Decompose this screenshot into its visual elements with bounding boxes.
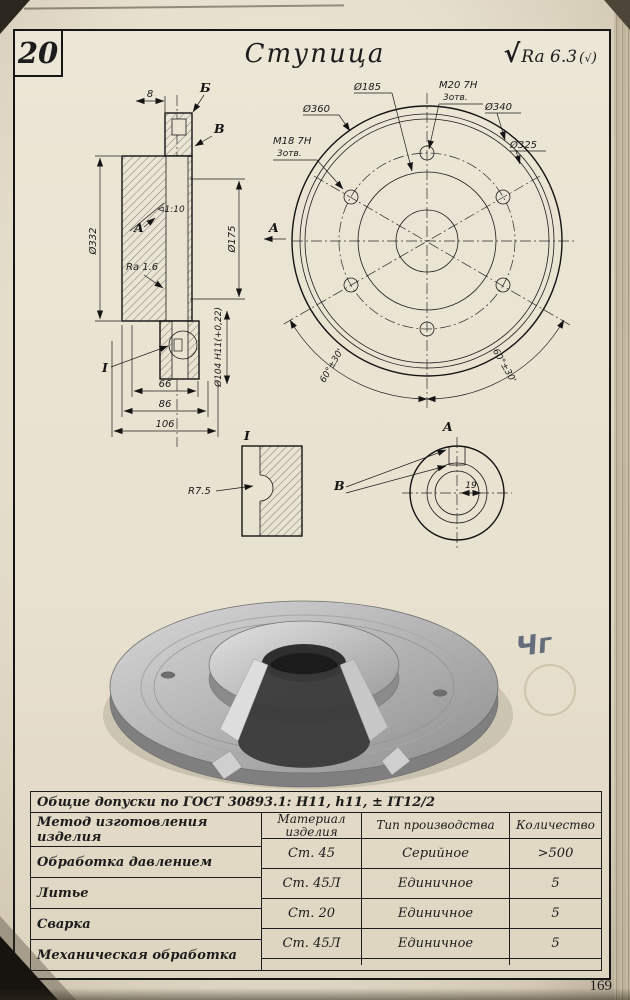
surface-roughness-mark: √ Ra 6.3 (√) [504, 39, 597, 68]
col-header-material: Материал изделия [262, 813, 362, 839]
corner-shadow [0, 0, 30, 34]
front-view: 60°±30' 60°±30' Ø185 M20 7H 3отв. Ø360 Ø… [273, 80, 576, 409]
view-direction-a: A [268, 220, 279, 235]
thread-m20: M20 7H [439, 80, 478, 91]
cell-quantity: 5 [510, 869, 601, 899]
dim-8: 8 [147, 89, 153, 100]
dim-325: Ø325 [509, 139, 537, 151]
dim-104: Ø104 H11(+0,22) [213, 307, 224, 388]
paren-close: ) [591, 50, 597, 66]
col-header-production: Тип производства [362, 813, 510, 839]
dim-19: 19 [465, 481, 477, 491]
page-stack-edge [614, 0, 630, 1000]
view-a: A 19 В [333, 419, 512, 549]
cell-material: Ст. 20 [262, 899, 362, 929]
cell-production: Единичное [362, 869, 510, 899]
section-view: Б 8 В Ø332 A ⊲1:10 Ra 1.6 Ø175 [87, 80, 286, 447]
detail-mark-i: I [101, 360, 109, 375]
dim-106: 106 [155, 419, 174, 430]
roughness-radical-icon: √ [503, 39, 521, 68]
handwritten-note: Чг [514, 627, 554, 664]
paren-open: ( [579, 50, 585, 66]
cell-material: Ст. 45 [262, 839, 362, 869]
dim-86: 86 [159, 399, 172, 410]
engineering-views: Б 8 В Ø332 A ⊲1:10 Ra 1.6 Ø175 [87, 80, 576, 789]
hub-3d-render [103, 600, 513, 789]
figure-number-box: 20 [15, 31, 63, 77]
drawing-frame: 20 Ступица √ Ra 6.3 (√) [13, 29, 611, 980]
thread-m18-qty: 3отв. [277, 149, 302, 159]
dim-340: Ø340 [484, 101, 512, 113]
page-title: Ступица [244, 39, 386, 69]
detail-i-title: I [243, 428, 251, 443]
detail-i-view: I R7.5 [188, 428, 303, 537]
roughness-alt-mark: (√) [579, 50, 597, 66]
method-column: Метод изготовления изделия Обработка дав… [31, 813, 262, 970]
bottom-shadow [0, 988, 630, 1000]
filler-cell [262, 959, 362, 965]
ra-label: Ra 1.6 [126, 262, 158, 273]
roughness-small-radical-icon: √ [584, 52, 592, 65]
label-b: Б [199, 80, 211, 95]
cell-production: Единичное [362, 929, 510, 959]
taper-ratio: ⊲1:10 [157, 205, 185, 215]
cell-production: Серийное [362, 839, 510, 869]
filler-cell [510, 959, 601, 965]
cell-quantity: >500 [510, 839, 601, 869]
cell-production: Единичное [362, 899, 510, 929]
dim-175: Ø175 [226, 226, 238, 254]
spec-table: Общие допуски по ГОСТ 30893.1: H11, h11,… [30, 791, 602, 971]
cell-quantity: 5 [510, 899, 601, 929]
dim-360: Ø360 [302, 103, 330, 115]
cell-quantity: 5 [510, 929, 601, 959]
dim-185: Ø185 [353, 81, 381, 93]
method-item: Обработка давлением [31, 847, 261, 878]
method-column-header: Метод изготовления изделия [31, 813, 261, 847]
cell-material: Ст. 45Л [262, 929, 362, 959]
dim-66: 66 [159, 379, 172, 390]
tolerances-note: Общие допуски по ГОСТ 30893.1: H11, h11,… [31, 792, 601, 813]
radius-r75: R7.5 [188, 486, 211, 497]
view-a-label-v: В [333, 478, 345, 493]
angle-dim-left: 60°±30' [319, 347, 346, 384]
col-header-quantity: Количество [510, 813, 601, 839]
method-item: Литье [31, 878, 261, 909]
label-v: В [213, 121, 225, 136]
thread-m18: M18 7H [273, 136, 312, 147]
dim-332: Ø332 [87, 228, 99, 256]
method-item: Сварка [31, 909, 261, 940]
faint-stamp-mark [524, 664, 576, 716]
cell-material: Ст. 45Л [262, 869, 362, 899]
thread-m20-qty: 3отв. [443, 93, 468, 103]
roughness-value: Ra 6.3 [521, 47, 578, 67]
method-item: Механическая обработка [37, 947, 237, 963]
book-edge-line [23, 4, 345, 10]
view-a-title: A [442, 419, 453, 434]
figure-number: 20 [17, 36, 59, 70]
corner-shadow [604, 0, 630, 30]
spec-grid: Материал изделия Тип производства Количе… [262, 813, 601, 970]
label-a-taper: A [133, 220, 144, 235]
filler-cell [362, 959, 510, 965]
